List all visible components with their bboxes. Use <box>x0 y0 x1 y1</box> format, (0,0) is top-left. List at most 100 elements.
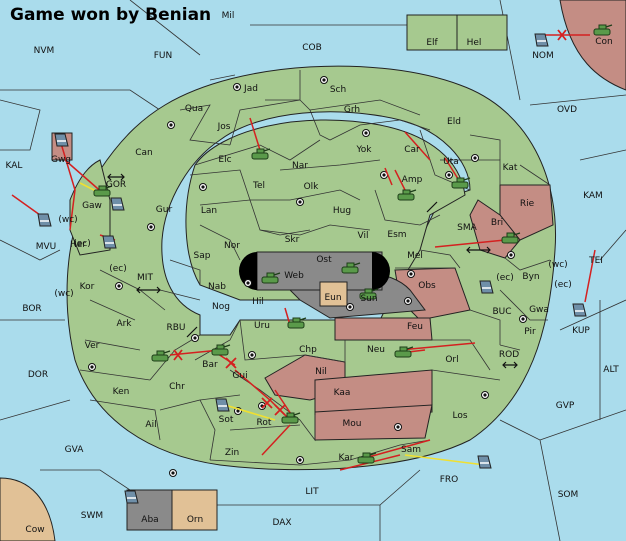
coast-tag: (ec) <box>109 264 127 274</box>
coast-tag: (ec) <box>554 280 572 290</box>
fleet-unit-icon[interactable] <box>215 398 230 412</box>
region-label-amp: Amp <box>402 175 423 185</box>
region-label-bor: BOR <box>22 304 41 314</box>
fleet-unit-icon[interactable] <box>477 455 492 469</box>
region-label-ail: Ail <box>145 420 156 430</box>
fleet-unit-icon[interactable] <box>124 490 139 504</box>
region-label-gwa: Gwa <box>529 305 549 315</box>
region-label-sap: Sap <box>194 251 211 261</box>
supply-center-dot-core <box>171 471 175 475</box>
game-title: Game won by Benian <box>10 5 211 25</box>
region-label-sot: Sot <box>219 415 234 425</box>
region-label-lit: LIT <box>305 487 319 497</box>
army-unit-icon[interactable] <box>359 288 379 300</box>
region-label-ver: Ver <box>85 341 100 351</box>
units <box>37 24 613 504</box>
supply-center-dot-core <box>169 123 173 127</box>
army-unit-icon[interactable] <box>341 262 361 274</box>
region-label-esm: Esm <box>387 230 406 240</box>
region-label-nil: Nil <box>315 367 327 377</box>
region-label-kor: Kor <box>80 282 95 292</box>
supply-center-dot-core <box>298 458 302 462</box>
supply-center-dot-core <box>473 156 477 160</box>
region-label-ovd: OVD <box>557 105 577 115</box>
region-label-rie: Rie <box>520 199 535 209</box>
region-label-kam: KAM <box>583 191 603 201</box>
army-unit-icon[interactable] <box>593 24 613 36</box>
army-unit-icon[interactable] <box>287 317 307 329</box>
region-label-kar: Kar <box>339 453 354 463</box>
region-label-tel: Tel <box>252 181 265 191</box>
orders <box>11 34 596 471</box>
army-unit-icon[interactable] <box>151 350 171 362</box>
region-label-mil: Mil <box>222 11 235 21</box>
supply-center-dot-core <box>149 225 153 229</box>
region-label-kaa: Kaa <box>334 388 351 398</box>
region-label-orl: Orl <box>445 355 458 365</box>
supply-center-dot-core <box>322 78 326 82</box>
region-label-qua: Qua <box>185 104 203 114</box>
region-label-byn: Byn <box>522 272 539 282</box>
region-label-feu: Feu <box>407 322 423 332</box>
region-label-tei: TEI <box>588 256 603 266</box>
region-label-kat: Kat <box>503 163 518 173</box>
region-label-sam: Sam <box>401 445 421 455</box>
army-unit-icon[interactable] <box>261 272 281 284</box>
region-label-pir: Pir <box>524 327 536 337</box>
fleet-unit-icon[interactable] <box>572 303 587 317</box>
region-label-nar: Nar <box>292 161 308 171</box>
fleet-unit-icon[interactable] <box>102 235 117 249</box>
supply-center-dot-core <box>364 131 368 135</box>
region-label-rod: ROD <box>499 350 519 360</box>
region-label-fro: FRO <box>440 475 459 485</box>
region-label-alt: ALT <box>603 365 619 375</box>
army-unit-icon[interactable] <box>397 189 417 201</box>
region-label-vil: Vil <box>358 231 369 241</box>
army-unit-icon[interactable] <box>357 452 377 464</box>
fleet-unit-icon[interactable] <box>54 133 69 147</box>
army-unit-icon[interactable] <box>501 232 521 244</box>
region-label-mou: Mou <box>343 419 362 429</box>
region-kaa <box>314 369 433 416</box>
supply-center-dot-core <box>382 173 386 177</box>
region-label-gui: Gui <box>232 371 247 381</box>
supply-center-dot-core <box>246 281 250 285</box>
region-eun <box>319 281 348 307</box>
supply-center-dot-core <box>483 393 487 397</box>
army-unit-icon[interactable] <box>211 344 231 356</box>
coast-tag: (wc) <box>54 289 73 299</box>
fleet-unit-icon[interactable] <box>110 197 125 211</box>
region-label-eun: Eun <box>324 293 341 303</box>
army-unit-icon[interactable] <box>451 177 471 189</box>
supply-center-dot-core <box>90 365 94 369</box>
army-unit-icon[interactable] <box>251 148 271 160</box>
region-label-mit: MIT <box>137 273 153 283</box>
fleet-unit-icon[interactable] <box>37 213 52 227</box>
region-label-jos: Jos <box>217 122 231 132</box>
failed-order-crosses <box>173 29 567 416</box>
region-label-aba: Aba <box>141 515 158 525</box>
region-label-con: Con <box>595 37 613 47</box>
region-label-gor: GOR <box>106 180 126 190</box>
region-label-neu: Neu <box>367 345 385 355</box>
region-orn <box>171 489 218 531</box>
army-unit-icon[interactable] <box>394 346 414 358</box>
coast-tag: (ec) <box>496 273 514 283</box>
region-label-bar: Bar <box>202 360 218 370</box>
supply-center-dot-core <box>193 336 197 340</box>
supply-center-dot-core <box>409 272 413 276</box>
fleet-unit-icon[interactable] <box>479 280 494 294</box>
colored-regions <box>256 184 554 441</box>
region-label-skr: Skr <box>285 235 300 245</box>
fleet-unit-icon[interactable] <box>534 33 549 47</box>
army-unit-icon[interactable] <box>281 412 301 424</box>
region-label-nom: NOM <box>532 51 554 61</box>
army-unit-icon[interactable] <box>93 185 113 197</box>
region-label-grh: Grh <box>344 105 360 115</box>
supply-center-dot-core <box>396 425 400 429</box>
convoy-markers <box>107 173 518 369</box>
coast-tag: (wc) <box>58 215 77 225</box>
